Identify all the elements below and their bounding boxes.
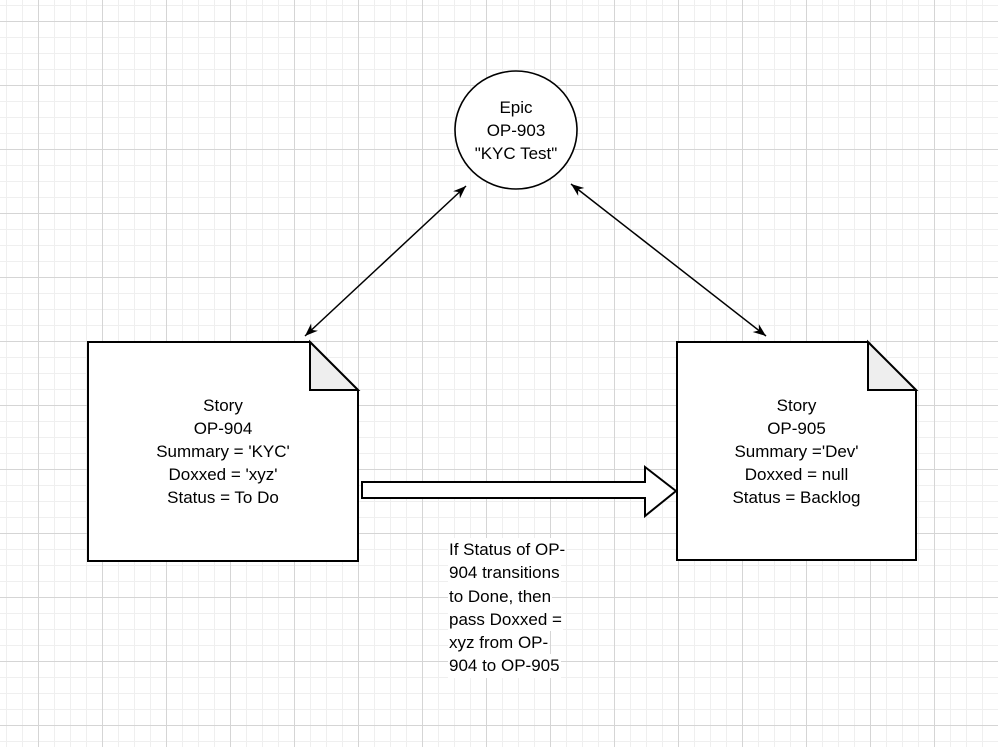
story-op905-label: Story OP-905 Summary ='Dev' Doxxed = nul… xyxy=(677,394,916,509)
story-op904-label: Story OP-904 Summary = 'KYC' Doxxed = 'x… xyxy=(88,394,358,509)
story-op905-label-line: OP-905 xyxy=(767,419,826,438)
connector-epic-op905[interactable] xyxy=(570,183,767,337)
epic-label: Epic OP-903 "KYC Test" xyxy=(455,96,577,165)
story-op904-label-line: Status = To Do xyxy=(167,488,279,507)
story-op905-body[interactable] xyxy=(676,341,917,561)
annotation-line: xyz from OP- xyxy=(448,631,550,655)
story-op904-label-line: Story xyxy=(203,396,243,415)
story-op905-label-line: Doxxed = null xyxy=(744,465,849,484)
story-op905-label-line: Summary ='Dev' xyxy=(734,442,859,461)
epic-circle[interactable] xyxy=(454,70,578,190)
story-op905-note[interactable] xyxy=(676,339,919,561)
story-op904-label-line: Doxxed = 'xyz' xyxy=(168,465,278,484)
annotation-line: If Status of OP- xyxy=(448,538,567,562)
epic-label-line: OP-903 xyxy=(486,121,546,140)
story-op904-fold-corner xyxy=(309,339,361,391)
story-op904-label-line: Summary = 'KYC' xyxy=(156,442,290,461)
story-op904-body[interactable] xyxy=(87,341,359,562)
annotation-line: 904 transitions xyxy=(448,561,561,585)
annotation-line: pass Doxxed = xyxy=(448,607,563,632)
story-op904-label-line: OP-904 xyxy=(193,419,253,438)
epic-label-line: "KYC Test" xyxy=(474,144,558,163)
epic-label-line: Epic xyxy=(499,98,533,117)
annotation-line: to Done, then xyxy=(448,584,553,608)
connector-op904-epic[interactable] xyxy=(304,185,467,337)
transition-block-arrow[interactable] xyxy=(361,464,678,519)
story-op904-note[interactable] xyxy=(87,339,361,562)
story-op905-label-line: Status = Backlog xyxy=(732,488,861,507)
annotation-line: 904 to OP-905 xyxy=(448,654,561,678)
transition-rule-annotation[interactable]: If Status of OP- 904 transitions to Done… xyxy=(448,538,567,678)
story-op905-label-line: Story xyxy=(776,396,817,415)
story-op905-fold-corner xyxy=(867,339,919,391)
